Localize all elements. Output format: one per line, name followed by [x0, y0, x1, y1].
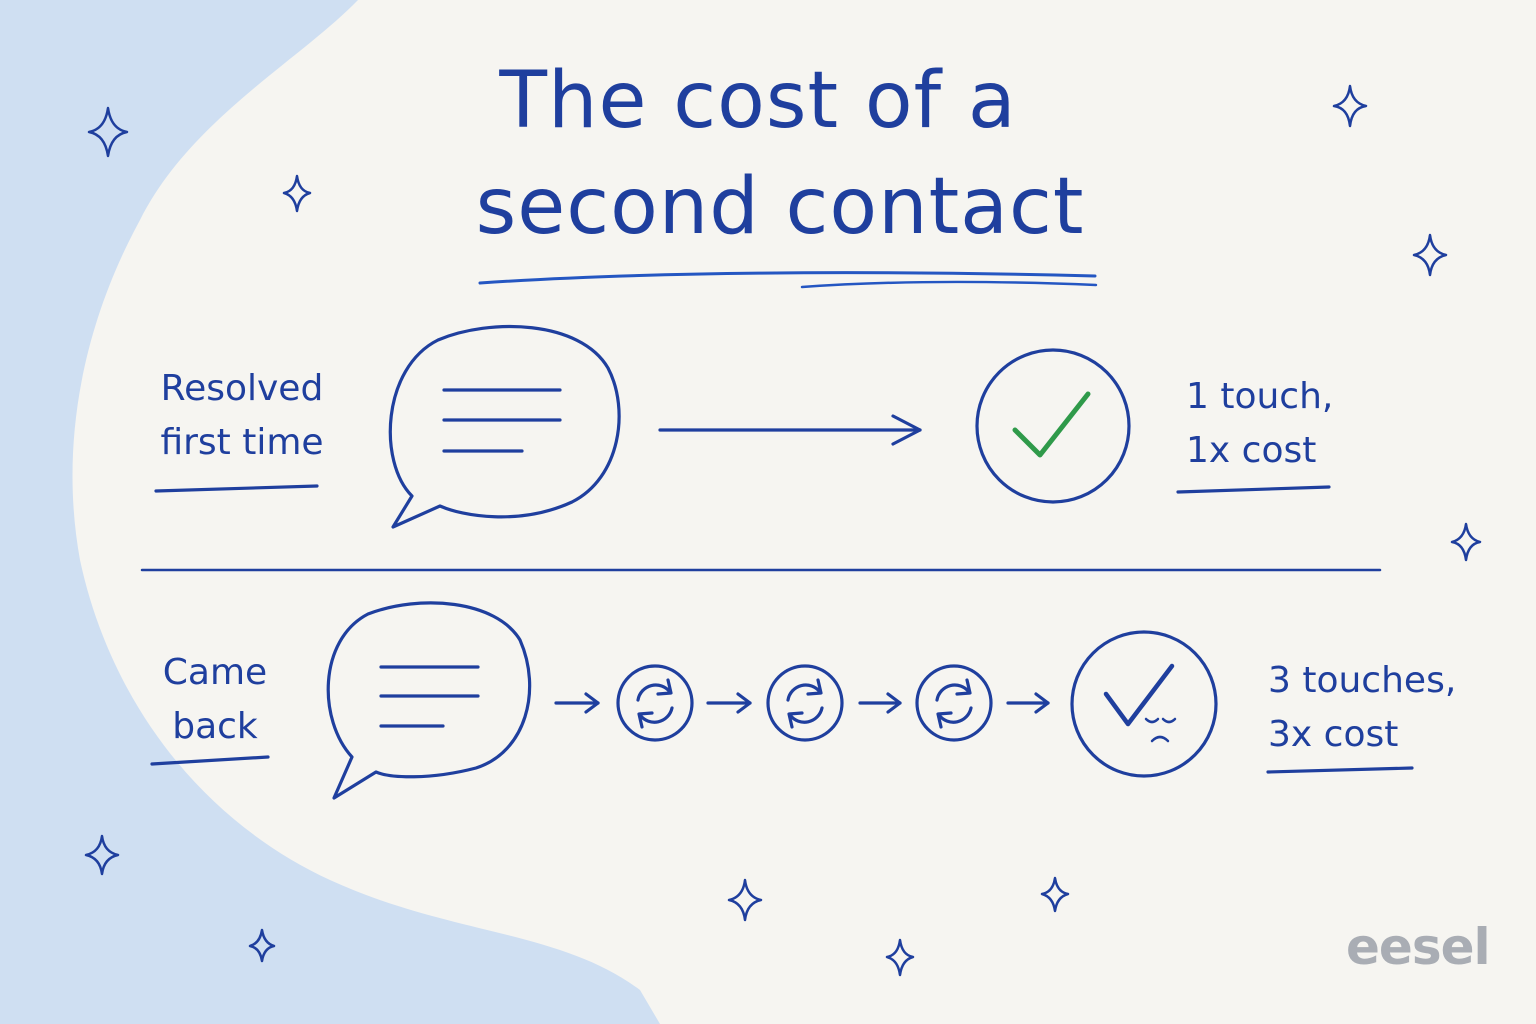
sparkles: [84, 84, 1482, 977]
eesel-logo: eesel: [1346, 918, 1491, 976]
sparkle-icon: [248, 928, 276, 963]
sparkle-icon: [1412, 233, 1448, 277]
row-1-label-line-1: Resolved: [160, 368, 324, 409]
chat-bubble-icon: [388, 324, 621, 529]
row-1-result-line-2: 1x cost: [1186, 430, 1317, 471]
refresh-circle-icon: [616, 664, 694, 742]
arrow-head: [736, 692, 752, 714]
sparkle-icon: [885, 938, 915, 977]
arrow-head: [886, 692, 902, 714]
result-underline: [1266, 766, 1414, 774]
result-underline: [1176, 485, 1331, 494]
title-underline-2: [800, 280, 1098, 289]
arrow-head: [1034, 692, 1050, 714]
row-2-label: Came back: [150, 646, 280, 754]
refresh-circle-icon: [915, 664, 993, 742]
label-underline: [154, 484, 319, 493]
sparkle-icon: [1332, 84, 1368, 128]
row-2-label-line-2: back: [172, 706, 258, 747]
title-line-1: The cost of a: [499, 56, 1017, 146]
title-underline: [478, 271, 1097, 285]
row-2: [150, 601, 1414, 800]
row-2-result-line-2: 3x cost: [1268, 714, 1399, 755]
check-mark: [1012, 391, 1091, 458]
checkmark-circle-icon: [975, 348, 1131, 504]
row-1-label-line-2: first time: [160, 422, 324, 463]
sparkle-icon: [87, 106, 129, 158]
row-1-result-line-1: 1 touch,: [1186, 376, 1334, 417]
sparkle-icon: [84, 834, 120, 876]
background-blob: [0, 0, 660, 1024]
sparkle-icon: [1450, 522, 1482, 562]
sad-check-circle-icon: [1070, 630, 1218, 778]
chat-bubble-icon: [326, 601, 532, 800]
sparkle-icon: [1040, 876, 1070, 913]
title-line-2: second contact: [475, 162, 1085, 252]
row-1: [154, 324, 1331, 529]
sparkle-icon: [727, 878, 763, 922]
row-1-result: 1 touch, 1x cost: [1186, 370, 1346, 478]
label-underline: [150, 755, 270, 766]
row-2-result-line-1: 3 touches,: [1268, 660, 1457, 701]
refresh-circle-icon: [766, 664, 844, 742]
arrow-head: [584, 692, 600, 714]
row-2-result: 3 touches, 3x cost: [1268, 654, 1478, 762]
row-2-label-line-1: Came: [162, 652, 268, 693]
row-1-label: Resolved first time: [152, 362, 332, 470]
sparkle-icon: [282, 174, 312, 213]
arrow-head: [891, 414, 922, 446]
